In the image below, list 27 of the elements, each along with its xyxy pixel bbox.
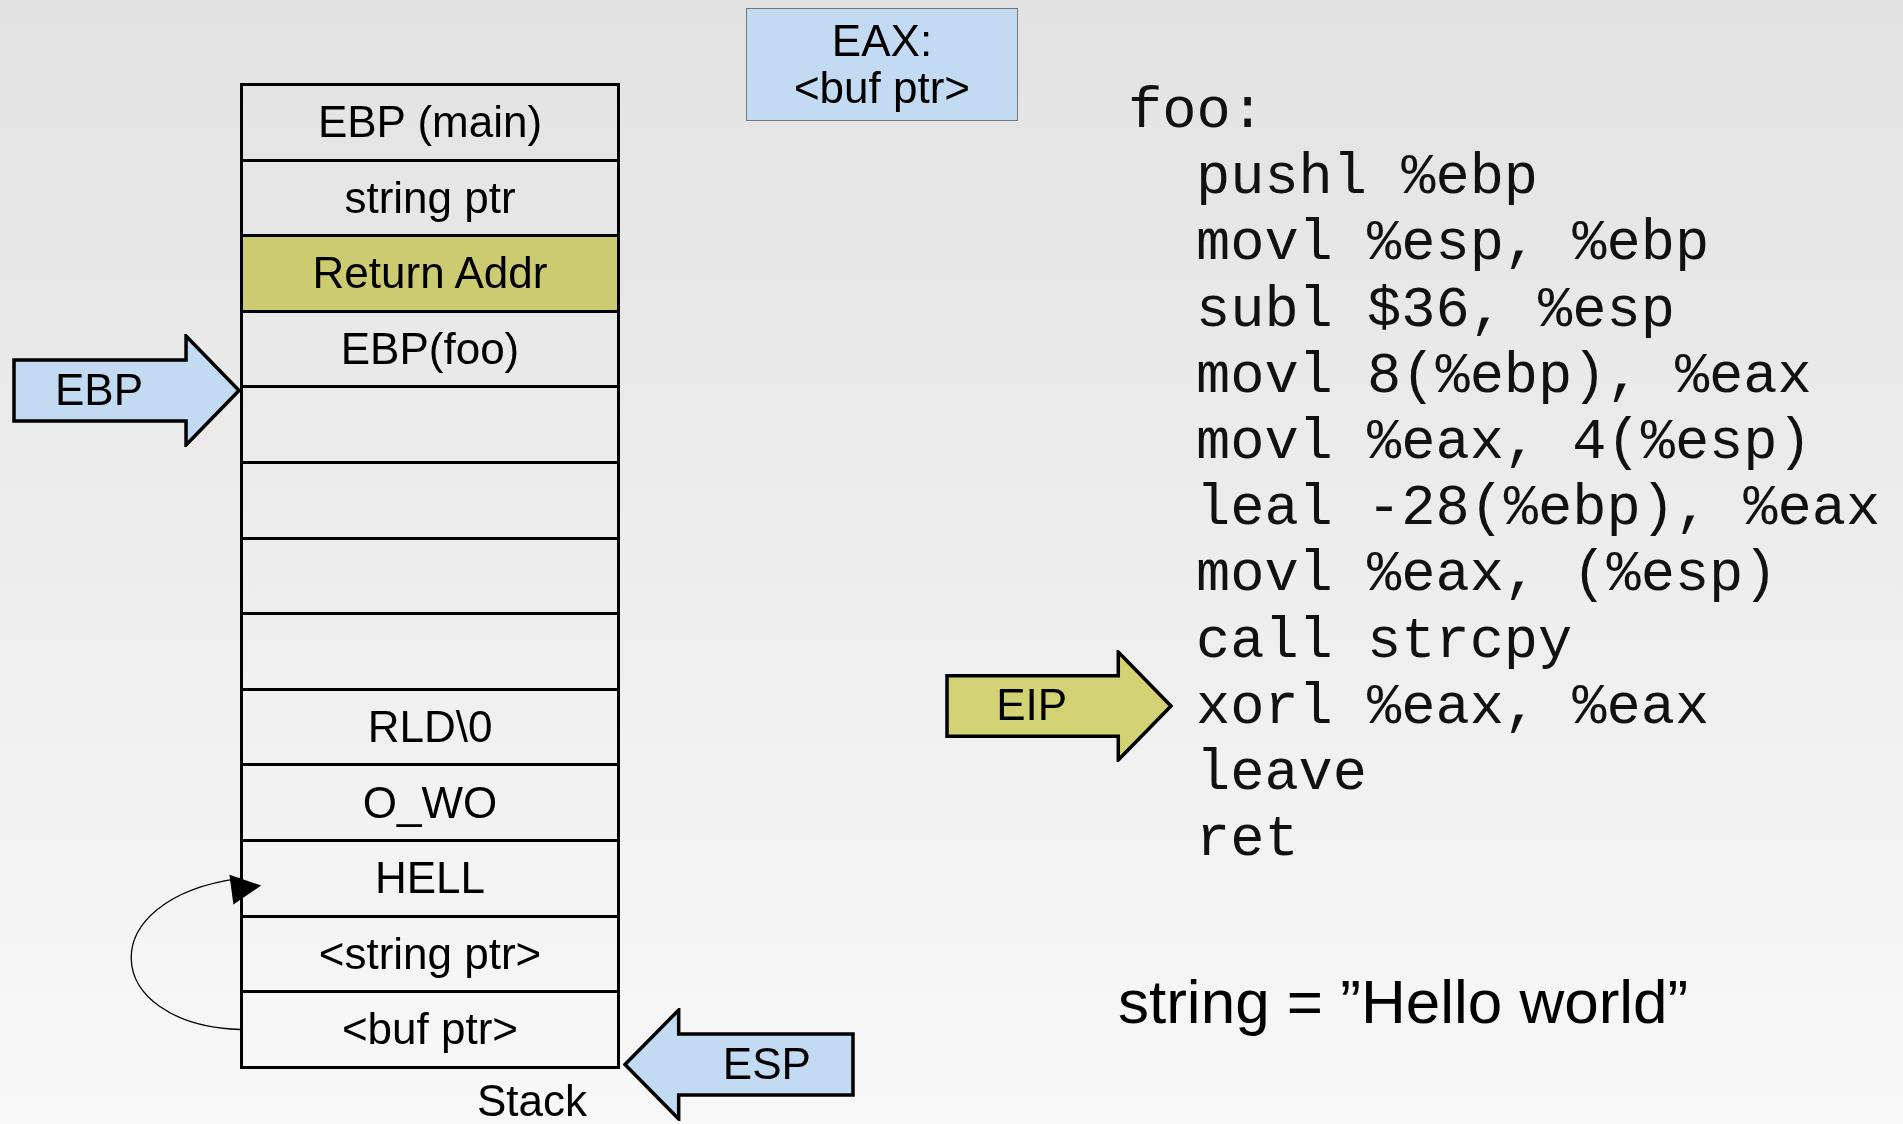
string-text: string = ”Hello world” — [1118, 966, 1689, 1037]
stack-cell — [240, 461, 620, 540]
code-line: call strcpy — [1196, 613, 1573, 671]
code-line: movl 8(%ebp), %eax — [1196, 348, 1812, 406]
stack-cell — [240, 385, 620, 464]
arrow-label: EBP — [54, 364, 145, 415]
code-line: movl %eax, 4(%esp) — [1196, 415, 1812, 472]
arrow-label: EIP — [995, 680, 1069, 730]
stack-caption: Stack — [477, 1076, 588, 1124]
code-line: leal -28(%ebp), %eax — [1196, 481, 1881, 539]
code-line: leave — [1196, 746, 1368, 803]
stack-cell: HELL — [240, 839, 620, 918]
code-line: movl %eax, (%esp) — [1196, 547, 1778, 605]
stack-cell: O_WO — [240, 763, 620, 842]
code-line: foo: — [1128, 84, 1265, 141]
stack-cell: EBP (main) — [240, 83, 620, 162]
stack-cell: <buf ptr> — [240, 990, 620, 1069]
code-line: xorl %eax, %eax — [1196, 679, 1710, 737]
arrow-label: ESP — [721, 1038, 812, 1089]
curved-arrow — [130, 875, 262, 1031]
stack-cell — [240, 612, 620, 691]
code-line: pushl %ebp — [1196, 150, 1539, 208]
code-line: ret — [1196, 812, 1299, 870]
code-line: subl $36, %esp — [1196, 282, 1675, 340]
stack-cell: Return Addr — [240, 234, 620, 313]
register-box: EAX: <buf ptr> — [746, 8, 1018, 121]
code-line: movl %esp, %ebp — [1196, 216, 1710, 274]
